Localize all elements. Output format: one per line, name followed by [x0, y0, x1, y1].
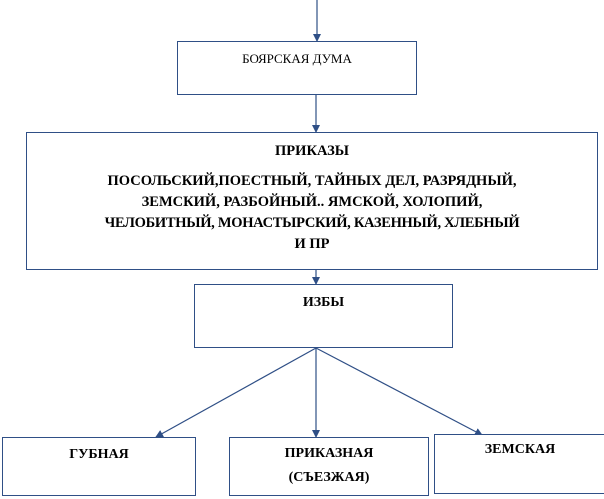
prikaznaya-sublabel: (СЪЕЗЖАЯ) [288, 470, 370, 485]
prikazy-line: ПОСОЛЬСКИЙ,ПОЕСТНЫЙ, ТАЙНЫХ ДЕЛ, РАЗРЯДН… [107, 173, 517, 189]
zemskaya-label: ЗЕМСКАЯ [484, 442, 556, 457]
izby-box: ИЗБЫ [194, 284, 453, 348]
izby-label: ИЗБЫ [302, 295, 345, 310]
arrow-to-gubnaya [155, 347, 317, 438]
prikazy-box: ПРИКАЗЫ ПОСОЛЬСКИЙ,ПОЕСТНЫЙ, ТАЙНЫХ ДЕЛ,… [26, 132, 598, 270]
zemskaya-box: ЗЕМСКАЯ [434, 434, 604, 494]
prikaznaya-box: ПРИКАЗНАЯ (СЪЕЗЖАЯ) [229, 437, 429, 496]
boyar-duma-box: БОЯРСКАЯ ДУМА [177, 41, 417, 95]
boyar-duma-label: БОЯРСКАЯ ДУМА [242, 51, 352, 66]
gubnaya-box: ГУБНАЯ [2, 437, 196, 496]
prikazy-title: ПРИКАЗЫ [275, 143, 349, 159]
prikazy-line: И ПР [294, 236, 330, 252]
prikazy-line: ЗЕМСКИЙ, РАЗБОЙНЫЙ.. ЯМСКОЙ, ХОЛОПИЙ, [141, 194, 483, 210]
prikaznaya-label: ПРИКАЗНАЯ [284, 446, 374, 461]
gubnaya-label: ГУБНАЯ [69, 447, 129, 462]
arrow-to-zemskaya [315, 347, 483, 436]
prikazy-line: ЧЕЛОБИТНЫЙ, МОНАСТЫРСКИЙ, КАЗЕННЫЙ, ХЛЕБ… [104, 215, 520, 231]
